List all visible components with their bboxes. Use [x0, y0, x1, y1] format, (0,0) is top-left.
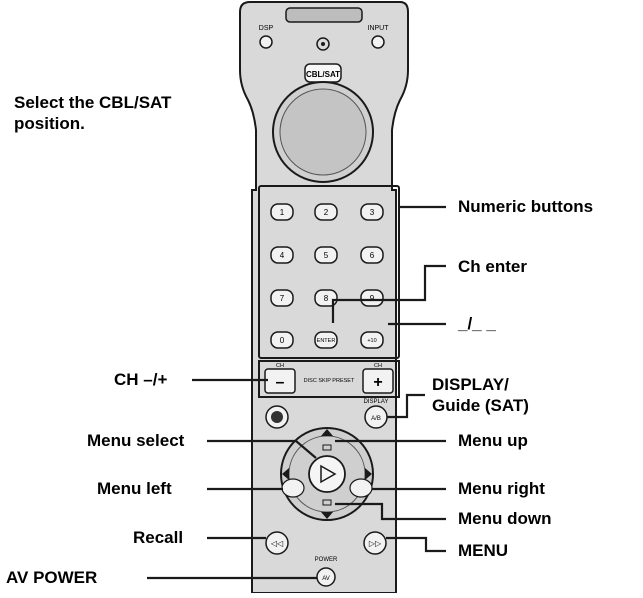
- menu-left-icon[interactable]: [282, 468, 289, 480]
- leader-menu-down: [335, 502, 446, 521]
- numeric-button-label-7: 7: [280, 294, 285, 303]
- callout-display-line-2: Guide (SAT): [432, 396, 529, 415]
- svg-text:▷▷: ▷▷: [369, 539, 382, 548]
- callout-dash: _/_ _: [458, 314, 496, 333]
- numeric-button-4[interactable]: [270, 246, 294, 264]
- remote-body: DSP INPUT CBL/SAT 1 2 3 4 5 6 7 8 9 0 ENTER +10 – +…: [239, 1, 409, 594]
- numeric-button-label-4: 4: [280, 251, 285, 260]
- menu-down-icon[interactable]: [321, 512, 333, 519]
- ch-right-label: CH: [374, 363, 382, 369]
- numeric-button-label-5: 5: [324, 251, 329, 260]
- numeric-button-label-8: 8: [324, 294, 329, 303]
- enter-button-label: ENTER: [317, 338, 336, 344]
- callout-ch-enter: Ch enter: [458, 257, 527, 276]
- play-icon: [320, 464, 337, 484]
- callout-display-line-1: DISPLAY/: [432, 375, 509, 394]
- numeric-button-8[interactable]: [314, 289, 338, 307]
- numeric-button-0[interactable]: [270, 331, 294, 349]
- input-button[interactable]: [371, 35, 385, 49]
- input-label: INPUT: [368, 25, 390, 32]
- callout-av-power: AV POWER: [6, 568, 98, 587]
- callout-ch-minus-plus: CH –/+: [114, 370, 168, 389]
- plus10-button-label: +10: [367, 338, 376, 344]
- numeric-button-9[interactable]: [360, 289, 384, 307]
- numeric-button-5[interactable]: [314, 246, 338, 264]
- leader-display: [387, 393, 425, 419]
- numeric-button-2[interactable]: [314, 203, 338, 221]
- dpad-left-button[interactable]: [281, 478, 305, 498]
- av-power-button-label: AV: [322, 576, 330, 582]
- numeric-button-3[interactable]: [360, 203, 384, 221]
- numeric-button-label-1: 1: [280, 208, 285, 217]
- display-button-label: DISPLAY: [364, 399, 389, 405]
- leader-ch-enter: [331, 264, 446, 323]
- disc-skip-label: DISC SKIP PRESET: [304, 378, 355, 384]
- numeric-button-6[interactable]: [360, 246, 384, 264]
- light-icon: [316, 37, 330, 51]
- numeric-button-1[interactable]: [270, 203, 294, 221]
- recall-button[interactable]: [265, 531, 289, 555]
- leader-lines: [147, 205, 446, 580]
- numeric-button-label-6: 6: [370, 251, 375, 260]
- menu-up-icon[interactable]: [321, 429, 333, 436]
- ch-minus-label: –: [276, 374, 285, 391]
- enter-button[interactable]: [314, 331, 338, 349]
- svg-text:◁◁: ◁◁: [271, 539, 284, 548]
- numeric-button-label-3: 3: [370, 208, 375, 217]
- cbl-sat-label: CBL/SAT: [306, 70, 340, 79]
- leader-menu: [386, 536, 446, 553]
- dsp-label: DSP: [259, 25, 274, 32]
- instruction-text: Select the CBL/SAT position.: [14, 92, 171, 134]
- numeric-keypad: [258, 185, 400, 359]
- ch-plus-button[interactable]: [362, 368, 394, 394]
- power-label: POWER: [315, 557, 338, 563]
- plus10-button[interactable]: [360, 331, 384, 349]
- instruction-line-1: Select the CBL/SAT: [14, 93, 172, 112]
- callout-menu-up: Menu up: [458, 431, 528, 450]
- ch-plus-label: +: [373, 374, 382, 391]
- callout-menu-select: Menu select: [87, 431, 185, 450]
- numeric-button-label-0: 0: [280, 336, 285, 345]
- menu-select-button[interactable]: [308, 455, 346, 493]
- ch-left-label: CH: [276, 363, 284, 369]
- dsp-button[interactable]: [259, 35, 273, 49]
- callout-menu: MENU: [458, 541, 509, 560]
- svg-text:A/B: A/B: [371, 416, 381, 422]
- numeric-button-group: 1 2 3 4 5 6 7 8 9 0 ENTER +10: [270, 203, 384, 349]
- dpad-right-button[interactable]: [349, 478, 373, 498]
- leader-menu-select: [207, 439, 317, 459]
- callout-display-guide: DISPLAY/ Guide (SAT): [432, 374, 529, 416]
- menu-right-icon[interactable]: [365, 468, 372, 480]
- callout-menu-left: Menu left: [97, 479, 172, 498]
- ir-window: [285, 7, 363, 23]
- numeric-button-7[interactable]: [270, 289, 294, 307]
- instruction-line-2: position.: [14, 114, 85, 133]
- numeric-button-label-2: 2: [324, 208, 329, 217]
- callout-recall: Recall: [133, 528, 184, 547]
- callout-menu-down: Menu down: [458, 509, 552, 528]
- callout-numeric-buttons: Numeric buttons: [458, 197, 594, 216]
- menu-button[interactable]: [363, 531, 387, 555]
- callout-menu-right: Menu right: [458, 479, 545, 498]
- numeric-button-label-9: 9: [370, 294, 375, 303]
